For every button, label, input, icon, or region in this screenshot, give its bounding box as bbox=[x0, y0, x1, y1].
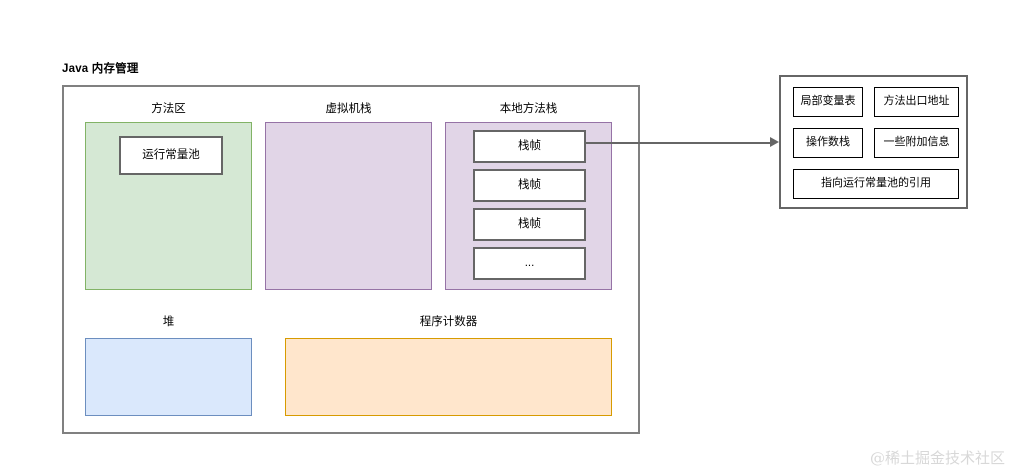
region-program-counter[interactable] bbox=[285, 338, 612, 416]
stack-frame-box[interactable]: 栈帧 bbox=[473, 169, 586, 202]
caption-heap: 堆 bbox=[162, 316, 175, 328]
stack-frame-box[interactable]: 栈帧 bbox=[473, 208, 586, 241]
region-vm-stack[interactable] bbox=[265, 122, 432, 290]
detail-box-constant-pool-reference[interactable]: 指向运行常量池的引用 bbox=[793, 169, 959, 199]
connector-arrowhead-icon bbox=[770, 137, 779, 147]
region-method-area[interactable]: 运行常量池 bbox=[85, 122, 252, 290]
caption-method-area: 方法区 bbox=[151, 103, 186, 115]
stack-frame-box-ellipsis[interactable]: ... bbox=[473, 247, 586, 280]
page-title: Java 内存管理 bbox=[62, 63, 139, 75]
watermark: @稀土掘金技术社区 bbox=[869, 449, 1005, 467]
detail-box-operand-stack[interactable]: 操作数栈 bbox=[793, 128, 863, 158]
caption-vm-stack: 虚拟机栈 bbox=[325, 103, 372, 115]
stack-frame-detail-panel: 局部变量表 方法出口地址 操作数栈 一些附加信息 指向运行常量池的引用 bbox=[779, 75, 968, 209]
box-runtime-constant-pool[interactable]: 运行常量池 bbox=[119, 136, 223, 175]
region-native-method-stack[interactable]: 栈帧 栈帧 栈帧 ... bbox=[445, 122, 612, 290]
caption-native-method-stack: 本地方法栈 bbox=[499, 103, 558, 115]
caption-program-counter: 程序计数器 bbox=[419, 316, 478, 328]
detail-box-additional-info[interactable]: 一些附加信息 bbox=[874, 128, 959, 158]
detail-box-method-return-address[interactable]: 方法出口地址 bbox=[874, 87, 959, 117]
detail-box-local-variable-table[interactable]: 局部变量表 bbox=[793, 87, 863, 117]
connector-line bbox=[586, 142, 772, 144]
stack-frame-box[interactable]: 栈帧 bbox=[473, 130, 586, 163]
region-heap[interactable] bbox=[85, 338, 252, 416]
